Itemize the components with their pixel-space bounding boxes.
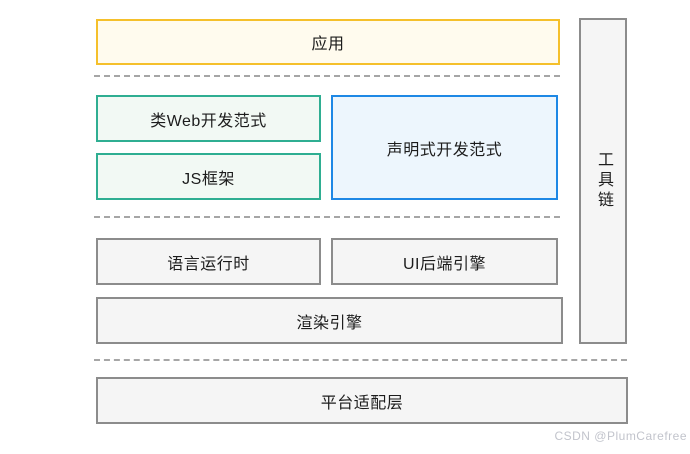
app-layer-label: 应用: [311, 36, 345, 53]
render-engine-label: 渲染引擎: [296, 314, 363, 332]
language-runtime-box: 语言运行时: [96, 238, 321, 285]
app-layer-box: 应用: [96, 19, 560, 65]
separator-top: [94, 75, 560, 77]
web-like-paradigm-box: 类Web开发范式: [96, 95, 321, 142]
declarative-paradigm-box: 声明式开发范式: [331, 95, 558, 200]
platform-adapter-box: 平台适配层: [96, 377, 628, 424]
js-framework-box: JS框架: [96, 153, 321, 200]
declarative-paradigm-label: 声明式开发范式: [386, 141, 503, 159]
language-runtime-label: 语言运行时: [167, 255, 250, 273]
web-like-paradigm-label: 类Web开发范式: [150, 112, 267, 130]
ui-backend-engine-label: UI后端引擎: [402, 255, 486, 273]
toolchain-label: 工具链: [595, 151, 612, 211]
platform-adapter-label: 平台适配层: [320, 394, 404, 412]
ui-backend-engine-box: UI后端引擎: [331, 238, 558, 285]
js-framework-label: JS框架: [182, 170, 235, 188]
csdn-watermark: CSDN @PlumCarefree: [554, 429, 687, 443]
separator-middle: [94, 216, 560, 218]
separator-bottom: [94, 359, 627, 361]
render-engine-box: 渲染引擎: [96, 297, 563, 344]
toolchain-box: 工具链: [579, 18, 627, 344]
